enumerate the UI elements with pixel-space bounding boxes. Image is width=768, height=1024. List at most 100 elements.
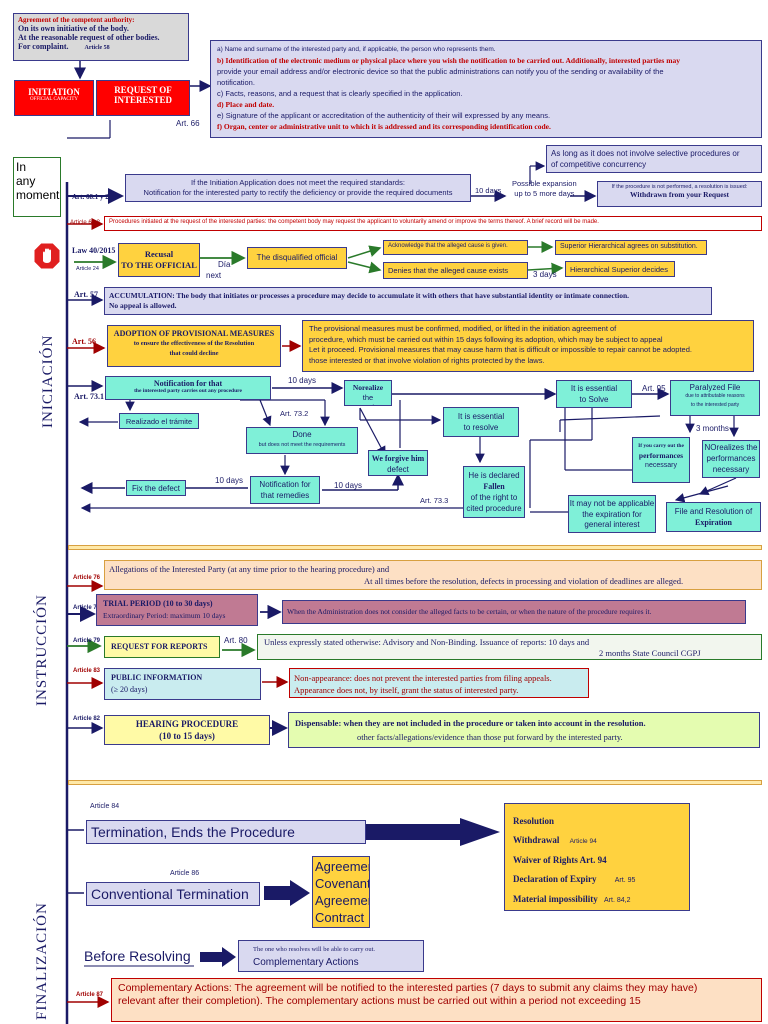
- section-instruccion: INSTRUCCIÓN: [34, 594, 50, 706]
- standards-box: If the Initiation Application does not m…: [125, 174, 471, 202]
- not-performed: If the procedure is not performed, a res…: [611, 184, 748, 190]
- denies-box: Denies that the alleged cause exists: [383, 262, 528, 279]
- superior-agrees-box: Superior Hierarchical agrees on substitu…: [555, 240, 707, 255]
- reports-right-2: 2 months State Council CGPJ: [599, 648, 701, 658]
- public-right-box: Non-appearance: does not prevent the int…: [289, 668, 589, 698]
- to-official-label: TO THE OFFICIAL: [121, 260, 197, 270]
- standards-2: Notification for the interested party to…: [143, 188, 453, 197]
- req-a: a) Name and surname of the interested pa…: [217, 46, 496, 53]
- trial-right-box: When the Administration does not conside…: [282, 600, 746, 624]
- law-label: Law 40/2015: [72, 246, 116, 255]
- art68-label: Art. 68.1 y 2: [72, 193, 109, 201]
- reports-right-box: Unless expressly stated otherwise: Advis…: [257, 634, 762, 660]
- termination-label: Termination, Ends the Procedure: [91, 824, 295, 840]
- next-label: next: [206, 271, 222, 280]
- agreement-item-4: Contract: [315, 910, 365, 925]
- superior-agrees-label: Superior Hierarchical agrees on substitu…: [560, 243, 698, 250]
- in-any-moment-3: moment: [16, 188, 60, 202]
- forgive-box: We forgive him defect: [368, 450, 428, 476]
- trial-right: When the Administration does not conside…: [287, 607, 652, 616]
- hearing-1: HEARING PROCEDURE: [135, 719, 239, 729]
- possible-expansion: Possible expansion: [512, 179, 577, 188]
- art83-label: Article 83: [73, 668, 101, 674]
- done-sub: but does not meet the requirements: [258, 442, 346, 448]
- reasonable-request: At the reasonable request of other bodie…: [18, 33, 160, 42]
- not-applicable-1: It may not be applicable: [569, 499, 655, 508]
- req-c: c) Facts, reasons, and a request that is…: [217, 89, 463, 98]
- req-e: e) Signature of the applicant or accredi…: [217, 111, 551, 120]
- initiation-label: INITIATION: [28, 87, 80, 97]
- art683-label: Article 68.3: [70, 220, 101, 226]
- section-finalizacion: FINALIZACIÓN: [34, 902, 50, 1020]
- req-b3: notification.: [217, 78, 255, 87]
- resolution-label: Resolution: [513, 816, 555, 826]
- public-right-2: Appearance does not, by itself, grant th…: [294, 685, 519, 695]
- agreement-label: Agreement of the competent authority:: [18, 16, 135, 24]
- norealizes-2: performances: [706, 454, 756, 463]
- not-applicable-2: the expiration for: [582, 509, 642, 519]
- art24-label: Article 24: [76, 266, 99, 272]
- req-f: f) Organ, center or administrative unit …: [217, 122, 551, 131]
- stop-hand-icon: [33, 242, 61, 270]
- art57-label: Art. 57: [74, 290, 98, 299]
- selective-box: As long as it does not involve selective…: [546, 145, 762, 173]
- selective-1: As long as it does not involve selective…: [551, 149, 740, 158]
- notif-remedies-2: that remedies: [260, 491, 310, 500]
- dia-label: Día: [218, 260, 231, 269]
- initiation-box: INITIATION OFFICIAL CAPACITY: [14, 80, 94, 116]
- in-any-moment-box: In any moment: [13, 157, 61, 217]
- allegations-2: At all times before the resolution, defe…: [364, 576, 684, 586]
- requirements-box: a) Name and surname of the interested pa…: [210, 40, 762, 138]
- impossibility-label: Material impossibility: [513, 894, 598, 904]
- essential-resolve-box: It is essential to resolve: [443, 407, 519, 437]
- public-1: PUBLIC INFORMATION: [111, 673, 203, 682]
- resolution-box: Resolution Withdrawal Article 94 Waiver …: [504, 803, 690, 911]
- recusal-box: Recusal TO THE OFFICIAL: [118, 243, 200, 277]
- provisional-3: Let it proceed. Provisional measures tha…: [309, 345, 692, 354]
- accumulation-text: ACCUMULATION: The body that initiates or…: [109, 291, 630, 300]
- public-info-box: PUBLIC INFORMATION (≥ 20 days): [104, 668, 261, 700]
- fix-defect-box: Fix the defect: [126, 480, 186, 496]
- essential-solve-1: It is essential: [570, 384, 618, 393]
- in-any-moment-2: any: [16, 174, 36, 188]
- expiry-label: Declaration of Expiry: [513, 874, 597, 884]
- art95b-label: Art. 95: [614, 877, 636, 884]
- ten-days-b-label: 10 days: [288, 376, 317, 385]
- official-capacity-label: OFFICIAL CAPACITY: [29, 97, 79, 102]
- agreement-box: Agreement of the competent authority: On…: [13, 13, 189, 61]
- art56-label: Art. 56: [72, 337, 96, 346]
- art84-label: Article 84: [90, 803, 120, 810]
- declared-2: Fallen: [483, 482, 505, 491]
- carry-out-box: If you carry out the performances necess…: [632, 437, 690, 483]
- req-b: b) Identification of the electronic medi…: [217, 56, 680, 65]
- req-b2: provide your email address and/or electr…: [217, 67, 664, 76]
- art80-label: Art. 80: [224, 636, 248, 645]
- art79-label: Article 79: [73, 638, 101, 644]
- agreement-list-box: Agreement Covenant Agreement Contract: [312, 856, 370, 928]
- adoption-1: ADOPTION OF PROVISIONAL MEASURES: [113, 329, 275, 338]
- hearing-box: HEARING PROCEDURE (10 to 15 days): [104, 715, 270, 745]
- ten-days-label: 10 days: [475, 186, 502, 195]
- norealizes-3: necessary: [712, 465, 750, 474]
- art77-label: Article 77: [73, 605, 101, 611]
- interested-label: INTERESTED: [113, 95, 173, 105]
- art842-label: Art. 84,2: [604, 897, 631, 904]
- art733-label: Art. 73.3: [420, 496, 449, 505]
- acknowledge-label: Acknowledge that the alleged cause is gi…: [388, 243, 508, 249]
- art95-label: Art. 95: [642, 384, 666, 393]
- public-right-1: Non-appearance: does not prevent the int…: [294, 673, 552, 683]
- withdrawal-label: Withdrawal: [513, 835, 560, 845]
- essential-resolve-1: It is essential: [457, 412, 505, 421]
- three-months-label: 3 months: [696, 424, 729, 433]
- notif-that-box: Notification for that the interested par…: [105, 376, 271, 400]
- allegations-box: Allegations of the Interested Party (at …: [104, 560, 762, 590]
- termination-box: Termination, Ends the Procedure: [86, 820, 366, 844]
- trial-box: TRIAL PERIOD (10 to 30 days) Extraordina…: [96, 594, 258, 626]
- provisional-1: The provisional measures must be confirm…: [309, 324, 617, 333]
- ten-days-c-label: 10 days: [215, 476, 244, 485]
- agreement-item-3: Agreement: [315, 893, 369, 908]
- file-resolution-box: File and Resolution of Expiration: [666, 502, 761, 532]
- disqualified-label: The disqualified official: [256, 253, 338, 262]
- public-2: (≥ 20 days): [111, 685, 148, 694]
- divider-instruccion: [68, 780, 762, 785]
